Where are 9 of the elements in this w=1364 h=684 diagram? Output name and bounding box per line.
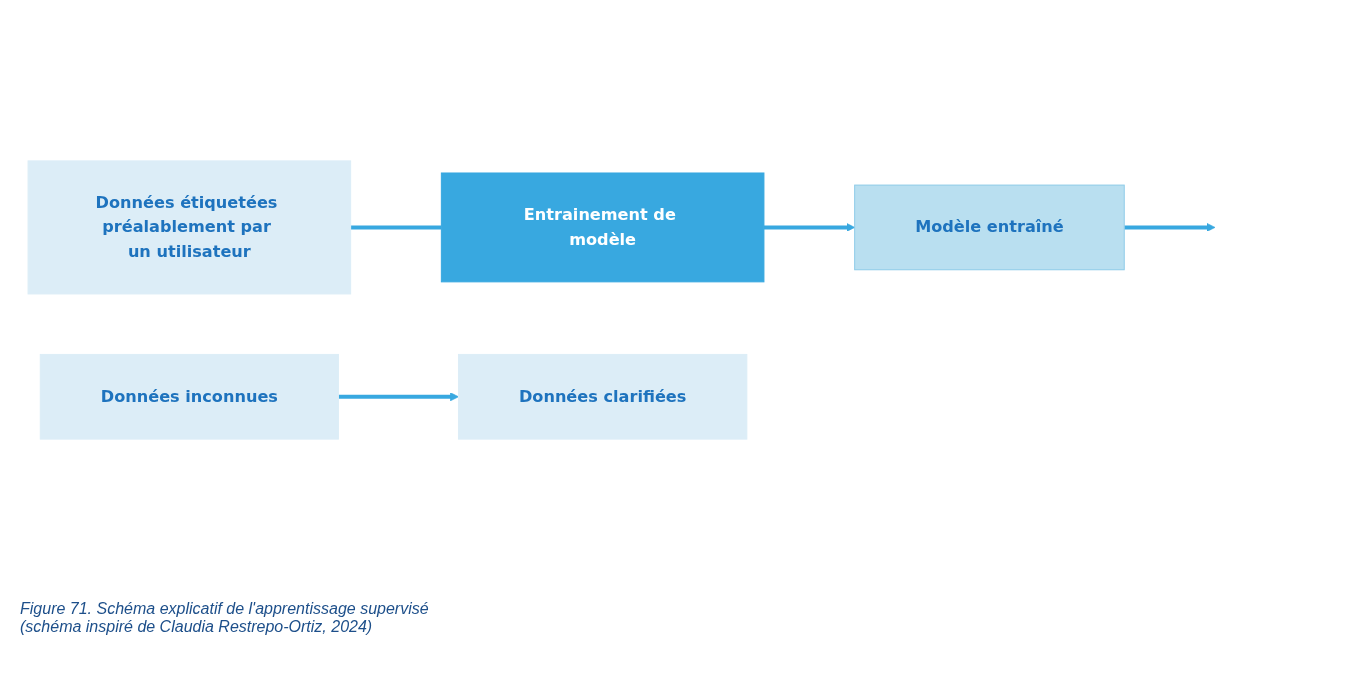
arrow	[338, 392, 459, 402]
arrow	[1124, 223, 1216, 232]
node-box: Entrainement de modèle	[440, 172, 765, 283]
node-box: Données inconnues	[39, 353, 339, 440]
node-box: Modèle entraîné	[854, 184, 1125, 271]
node-box: Données clarifiées	[457, 353, 748, 440]
connector	[350, 225, 442, 230]
node-box: Données étiquetées préalablement par un utilisateur	[27, 160, 352, 295]
figure-caption: Figure 71. Schéma explicatif de l'apprentissage supervisé (schéma inspiré de Claudia Restrepo-Ortiz, 2024)	[20, 600, 430, 636]
